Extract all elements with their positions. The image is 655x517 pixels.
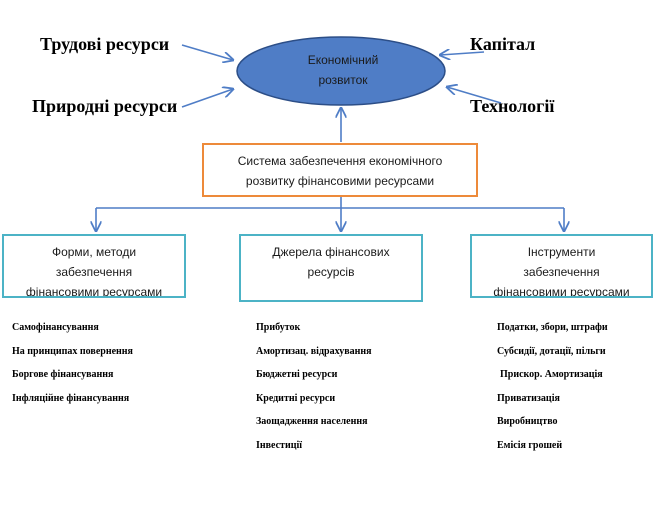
factor-natural: Природні ресурси	[32, 96, 178, 116]
list-item: Бюджетні ресурси	[256, 369, 338, 380]
factor-capital: Капітал	[470, 34, 536, 54]
factor-labour: Трудові ресурси	[40, 34, 170, 54]
forms-methods-list: Самофінансування На принципах повернення…	[12, 321, 133, 415]
system-box: Система забезпечення економічного розвит…	[202, 143, 478, 197]
list-item: Кредитні ресурси	[256, 392, 336, 404]
list-item: Виробництво	[497, 416, 558, 427]
factor-technology: Технології	[470, 96, 555, 116]
system-line-1: Система забезпечення економічного	[237, 154, 443, 168]
list-item: Самофінансування	[12, 322, 99, 333]
instruments-line-2: забезпечення	[523, 265, 600, 279]
forms-line-1: Форми, методи	[51, 245, 137, 259]
list-item: Інвестиції	[256, 439, 303, 451]
system-line-2: розвитку фінансовими ресурсами	[245, 174, 435, 188]
center-node-label: Економічний розвиток	[258, 50, 428, 90]
list-item: Боргове фінансування	[12, 369, 114, 380]
list-item: Прискор. Амортизація	[500, 369, 603, 380]
forms-methods-box: Форми, методи забезпечення фінансовими р…	[2, 234, 186, 298]
instruments-line-1: Інструменти	[527, 245, 596, 259]
forms-line-3: фінансовими ресурсами	[25, 285, 163, 298]
instruments-list: Податки, збори, штрафи Субсидії, дотації…	[497, 321, 608, 462]
list-item: Податки, збори, штрафи	[497, 322, 608, 333]
sources-box: Джерела фінансових ресурсів	[239, 234, 423, 302]
center-line-2: розвиток	[318, 73, 368, 87]
sources-list: Прибуток Амортизац. відрахування Бюджетн…	[256, 321, 372, 462]
arrow-natural-to-center	[181, 89, 233, 108]
list-item: Прибуток	[256, 322, 301, 333]
arrow-technology-to-center	[447, 87, 502, 104]
arrow-capital-to-center	[440, 52, 485, 55]
list-item: Амортизац. відрахування	[256, 345, 372, 357]
list-item: Приватизація	[497, 392, 560, 404]
list-item: Інфляційне фінансування	[12, 392, 130, 404]
list-item: Субсидії, дотації, пільги	[497, 345, 606, 357]
list-item: Емісія грошей	[497, 439, 563, 451]
sources-line-2: ресурсів	[307, 265, 355, 279]
list-item: На принципах повернення	[12, 345, 133, 357]
list-item: Заощадження населення	[256, 416, 368, 427]
center-line-1: Економічний	[307, 53, 379, 67]
sources-line-1: Джерела фінансових	[272, 245, 390, 259]
economic-development-ellipse	[236, 36, 446, 106]
arrow-labour-to-center	[181, 44, 233, 60]
instruments-box: Інструменти забезпечення фінансовими рес…	[470, 234, 653, 298]
instruments-line-3: фінансовими ресурсами	[493, 285, 630, 298]
forms-line-2: забезпечення	[55, 265, 133, 279]
